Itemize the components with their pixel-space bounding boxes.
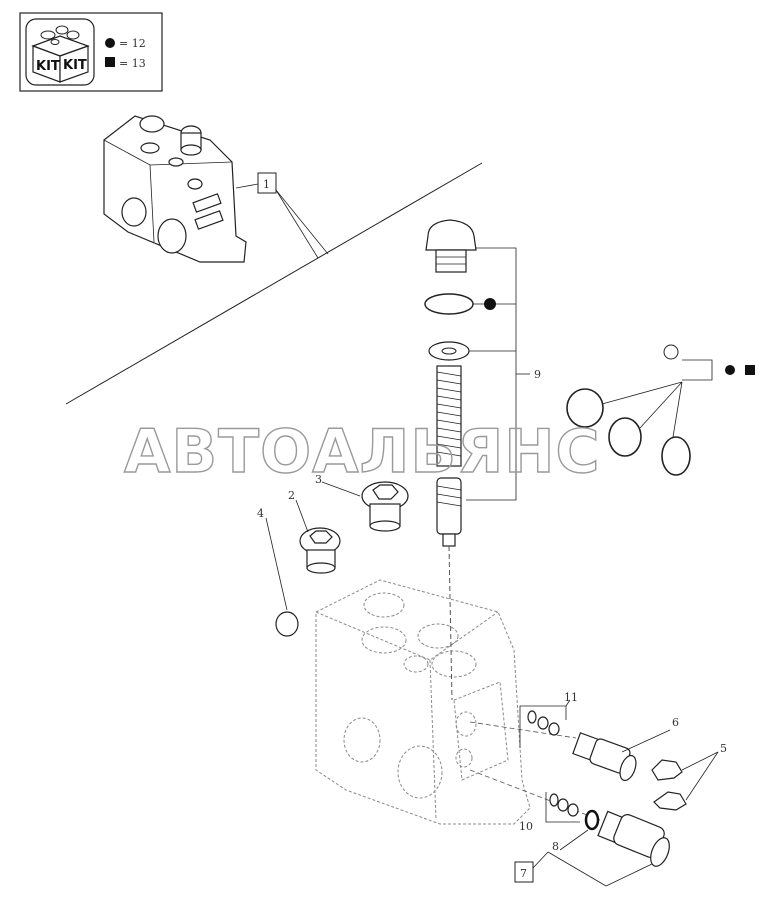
kit-label-left: KIT (36, 59, 60, 74)
kit-label-right: KIT (63, 58, 87, 73)
washer-8 (584, 809, 600, 831)
seal-kit-bracket (682, 359, 713, 381)
callout-8: 8 (552, 840, 559, 853)
valve-body-ghost (315, 579, 531, 825)
leader-8 (559, 829, 589, 851)
square-symbol-icon (745, 365, 755, 375)
o-ring-upper (424, 293, 474, 315)
callout-11: 11 (564, 691, 578, 704)
small-ring (663, 344, 679, 360)
leader-6 (621, 729, 671, 753)
kit-legend: KIT KIT = 12 = 13 (19, 12, 163, 92)
cartridge-centerline-lower (469, 769, 601, 821)
cartridge-6 (572, 732, 637, 782)
o-ring-c (661, 436, 691, 476)
valve-overview (103, 115, 259, 263)
callout-10: 10 (519, 820, 533, 833)
o-ring-b (608, 417, 642, 457)
kit-box-icon: KIT KIT (25, 18, 95, 86)
callout-5: 5 (720, 742, 727, 755)
bracket-11 (519, 705, 567, 720)
relief-centerline (448, 545, 453, 701)
plug-2 (299, 527, 341, 574)
legend-circle-text: = 12 (119, 37, 146, 50)
callout-9: 9 (534, 368, 541, 381)
leader-5b (685, 751, 719, 801)
callout-4: 4 (257, 507, 264, 520)
callout-1: 1 (263, 178, 270, 191)
bracket-10 (545, 792, 580, 823)
callout-7: 7 (520, 867, 527, 880)
square-symbol-icon (105, 57, 115, 67)
seal-rings-10 (549, 793, 579, 817)
leader-1a (275, 189, 319, 259)
leader-ring-c (672, 381, 683, 438)
leader-2 (295, 499, 309, 533)
cartridge-centerline-upper (469, 721, 577, 739)
circle-symbol-icon (105, 38, 115, 48)
circle-symbol-icon (725, 365, 735, 375)
callout-box-7 (514, 861, 534, 883)
watermark-text: АВТОАЛЬЯНС (124, 417, 601, 487)
leader-7c (605, 863, 653, 887)
clip-lower (653, 791, 687, 811)
seal-rings-11 (527, 710, 560, 736)
plug-3 (361, 481, 409, 532)
plug-4 (275, 611, 299, 637)
leader-7a (532, 851, 549, 869)
section-divider (65, 162, 483, 405)
clip-upper (651, 759, 683, 781)
leader-4 (265, 517, 288, 611)
leader-3 (321, 481, 361, 497)
callout-box-1 (257, 172, 277, 194)
leader-1b (275, 189, 329, 255)
circle-symbol-icon (484, 298, 496, 310)
leader-ring-a (601, 381, 683, 405)
leader-5a (681, 751, 719, 771)
leader-ring-b (639, 381, 683, 429)
callout-2: 2 (288, 489, 295, 502)
leader-7b (547, 851, 607, 887)
callout-3: 3 (315, 473, 322, 486)
poppet (436, 477, 462, 547)
spring (436, 365, 462, 467)
o-ring-a (566, 388, 604, 428)
callout-6: 6 (672, 716, 679, 729)
legend-square-text: = 13 (119, 57, 146, 70)
cartridge-7 (597, 810, 670, 867)
relief-valve-cap (425, 219, 477, 273)
